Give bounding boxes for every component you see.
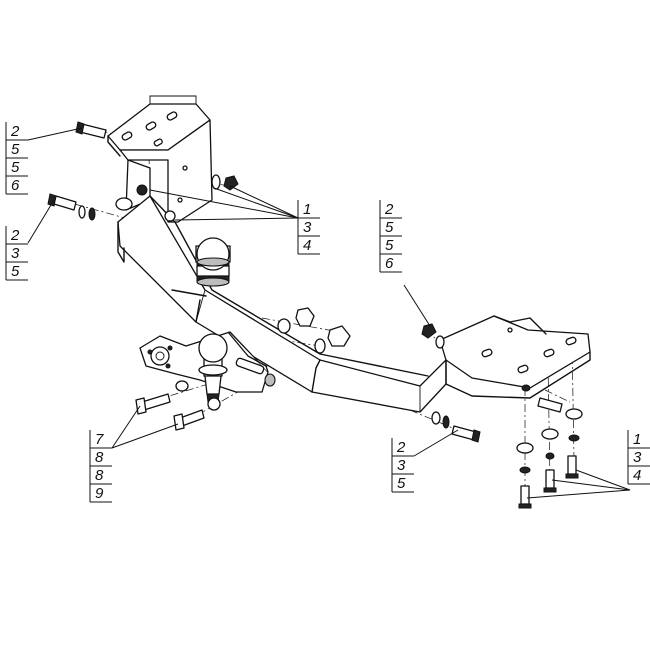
callout-number: 4 bbox=[303, 237, 311, 254]
nuts-center bbox=[264, 307, 351, 387]
nuts-left-bracket bbox=[136, 174, 239, 222]
callout-number: 4 bbox=[633, 467, 641, 484]
callout-number: 3 bbox=[633, 449, 642, 466]
callout-center-bracket: 134 bbox=[297, 200, 320, 255]
callout-number: 5 bbox=[385, 219, 394, 236]
callout-number: 8 bbox=[95, 467, 104, 484]
tow-ball bbox=[198, 333, 228, 403]
fasteners bbox=[47, 121, 583, 509]
callout-number: 3 bbox=[397, 457, 406, 474]
callout-number: 7 bbox=[95, 431, 104, 448]
callout-number: 1 bbox=[303, 201, 311, 218]
callout-number: 5 bbox=[11, 263, 20, 280]
callout-number: 8 bbox=[95, 449, 104, 466]
callout-number: 5 bbox=[397, 475, 406, 492]
callout-mid-left: 235 bbox=[5, 226, 28, 281]
nut-right-bracket bbox=[421, 323, 445, 349]
callout-number: 5 bbox=[385, 237, 394, 254]
tow-ball-cover bbox=[195, 237, 231, 287]
bolts-lower-right bbox=[516, 384, 583, 509]
bolt-lower-mid bbox=[431, 411, 481, 443]
callout-number: 9 bbox=[95, 485, 104, 502]
callout-leaders bbox=[27, 127, 631, 499]
callout-number: 5 bbox=[11, 159, 20, 176]
callout-number: 1 bbox=[633, 431, 641, 448]
main-crossbar-beam bbox=[117, 195, 447, 413]
ball-mount-bolts bbox=[135, 380, 221, 431]
callout-number: 2 bbox=[384, 201, 394, 218]
callout-number: 2 bbox=[396, 439, 406, 456]
right-mounting-bracket bbox=[439, 315, 591, 399]
callout-number: 6 bbox=[385, 255, 394, 272]
callout-lower-mid: 235 bbox=[391, 438, 414, 493]
callout-number: 3 bbox=[303, 219, 312, 236]
left-mounting-bracket bbox=[107, 95, 213, 223]
callout-number: 3 bbox=[11, 245, 20, 262]
callout-number: 2 bbox=[10, 227, 20, 244]
callout-number: 2 bbox=[10, 123, 20, 140]
bolt-mid-left bbox=[47, 193, 133, 221]
bolt-upper-left bbox=[75, 121, 107, 139]
callout-number: 5 bbox=[11, 141, 20, 158]
callout-lower-right: 134 bbox=[627, 430, 650, 485]
callout-number: 6 bbox=[11, 177, 20, 194]
